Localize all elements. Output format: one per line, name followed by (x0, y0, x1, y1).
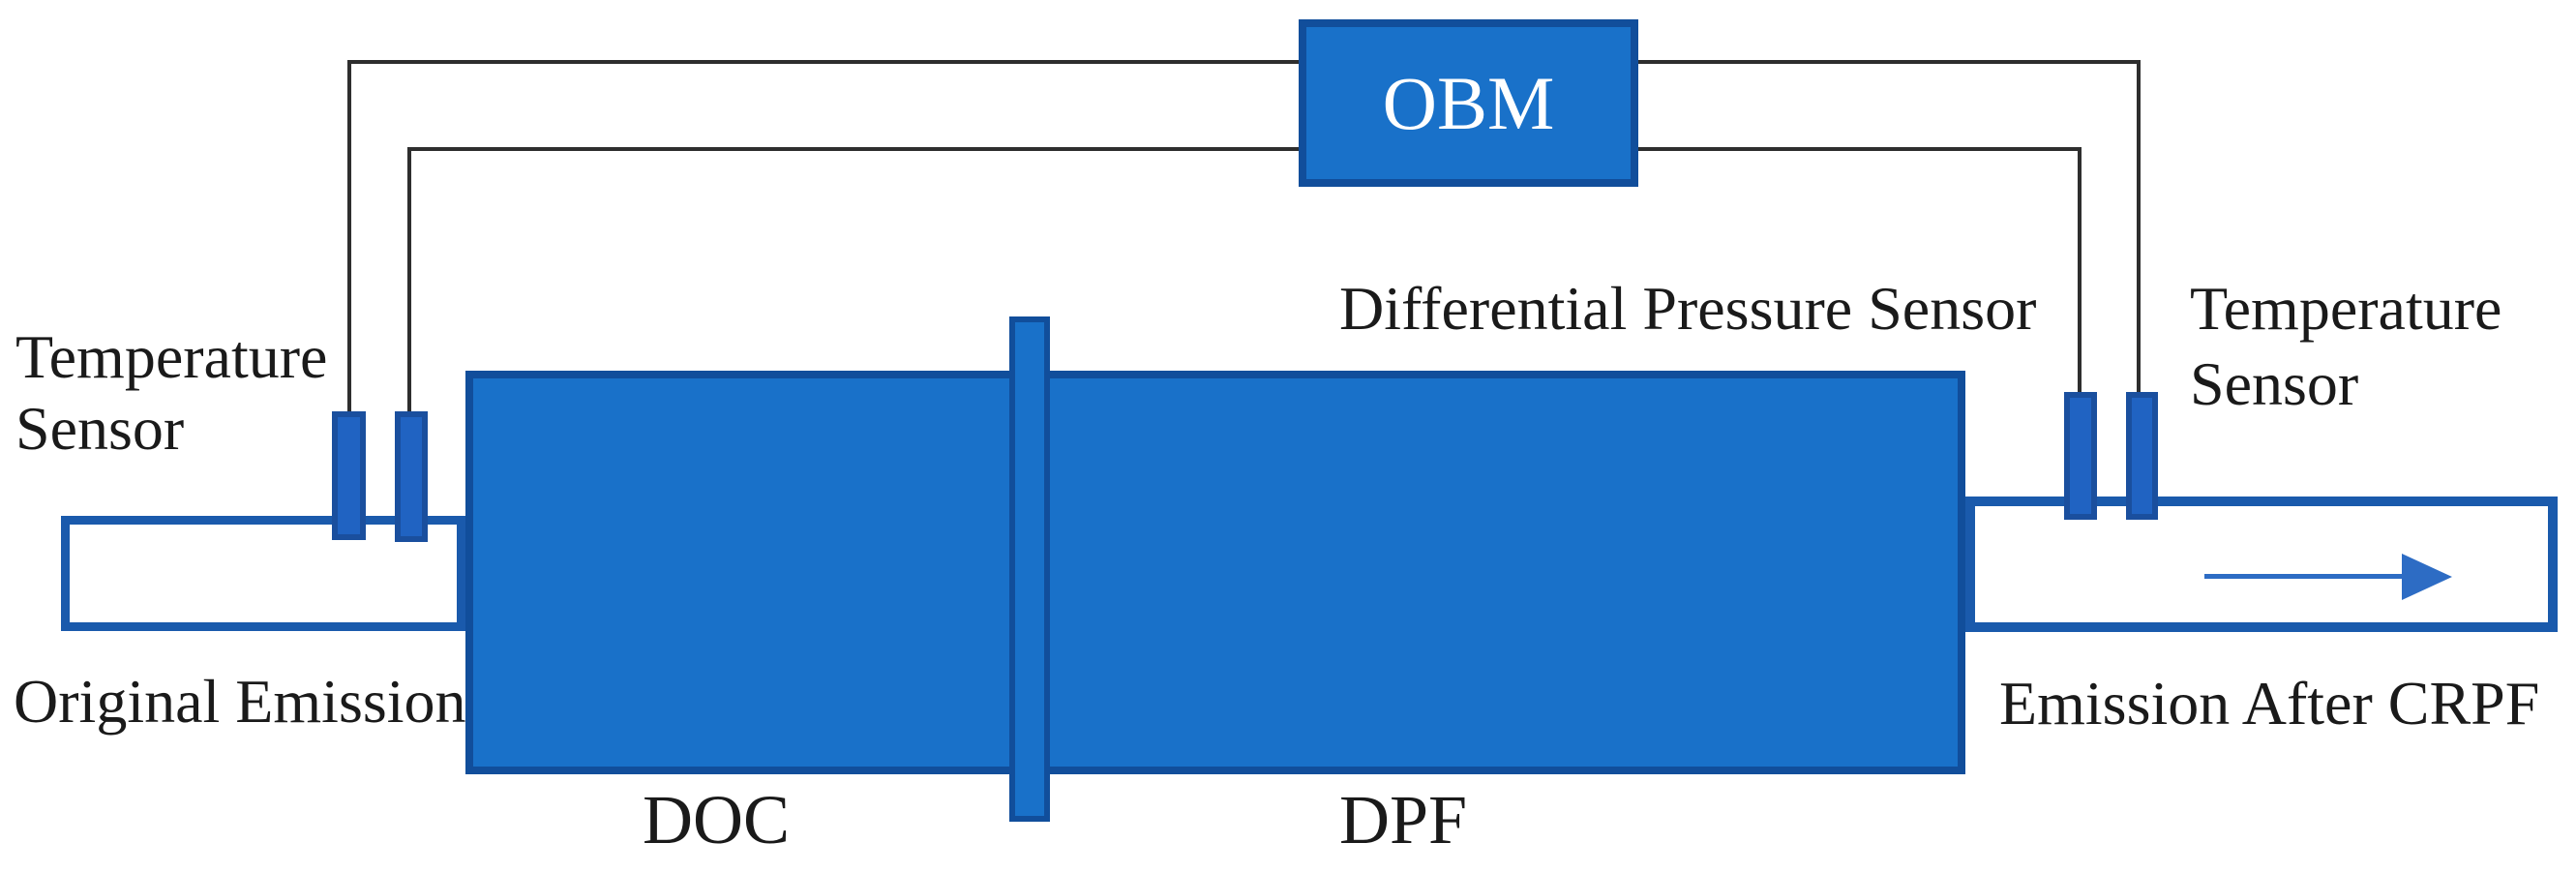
temp-sensor-probe-left-2 (395, 411, 428, 542)
wire-right-outer-horizontal (1638, 60, 2141, 64)
wire-right-inner-vertical (2078, 147, 2082, 397)
wire-left-outer-vertical (347, 60, 351, 416)
flow-arrow-line (2204, 574, 2410, 579)
wire-left-inner-horizontal (407, 147, 1299, 151)
temp-sensor-probe-left-1 (332, 411, 366, 540)
emission-after-crpf-label: Emission After CRPF (1999, 669, 2540, 738)
wire-right-outer-vertical (2137, 60, 2141, 397)
temp-sensor-probe-right-1 (2064, 392, 2097, 520)
differential-pressure-sensor-label: Differential Pressure Sensor (1339, 274, 2037, 343)
original-emission-label: Original Emission (14, 667, 466, 736)
temperature-sensor-right-label: Temperature Sensor (2190, 274, 2502, 418)
doc-dpf-housing (465, 371, 1965, 774)
wire-left-outer-horizontal (348, 60, 1299, 64)
wire-right-inner-horizontal (1638, 147, 2082, 151)
flow-arrow-icon (2402, 554, 2452, 600)
obm-box: OBM (1299, 19, 1638, 187)
obm-label: OBM (1382, 60, 1555, 145)
temperature-sensor-left-label: Temperature Sensor (15, 322, 328, 463)
dpf-label: DPF (1338, 781, 1468, 858)
temp-sensor-probe-right-2 (2126, 392, 2158, 520)
outlet-pipe (1965, 497, 2558, 632)
wire-left-inner-vertical (407, 147, 411, 416)
doc-label: DOC (642, 781, 790, 858)
doc-dpf-divider (1009, 316, 1050, 822)
